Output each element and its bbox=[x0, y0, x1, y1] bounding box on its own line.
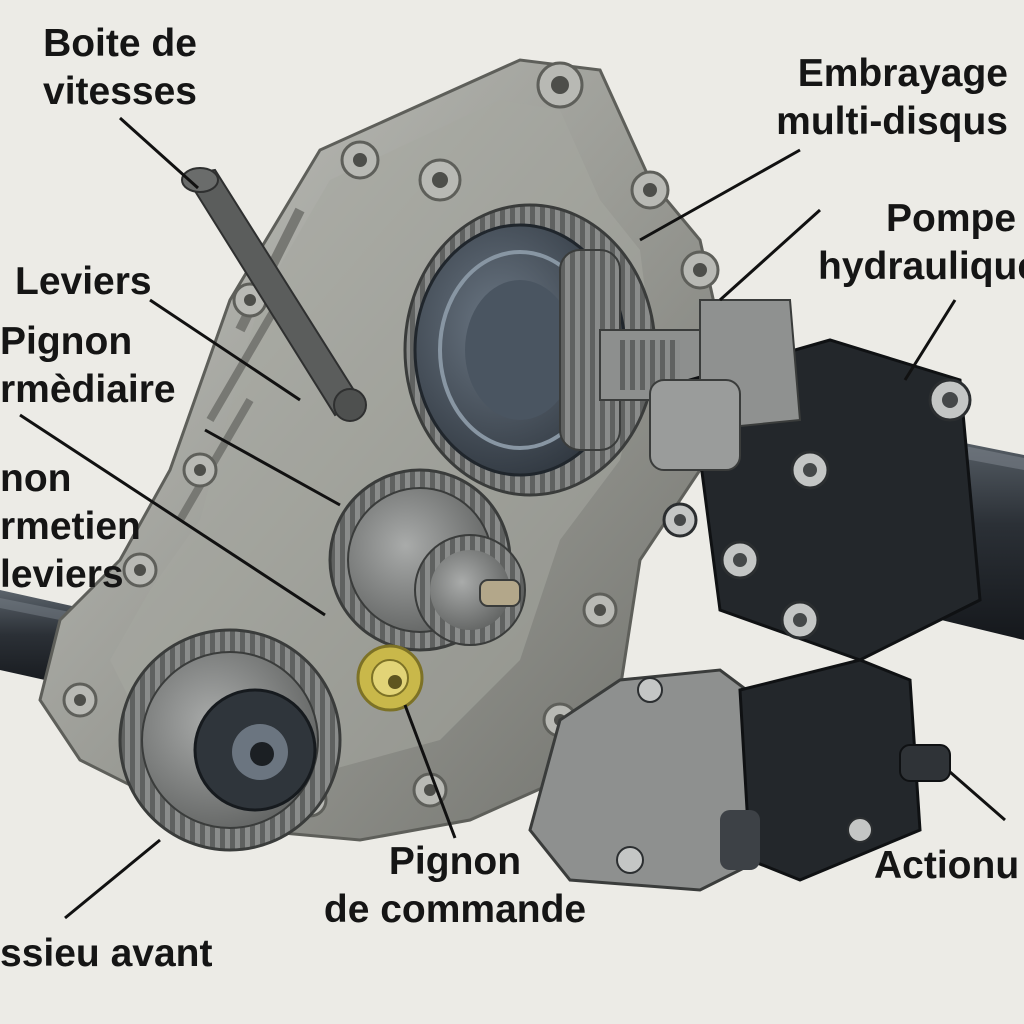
label-boite-line2: vitesses bbox=[43, 70, 197, 113]
label-pompe-line1: Pompe bbox=[886, 197, 1017, 240]
label-pignon-intermediaire-clip: Pignon rmèdiaire bbox=[0, 318, 210, 418]
hydraulic-pump bbox=[649, 299, 982, 662]
label-pignon-commande-line2: de commande bbox=[323, 888, 587, 931]
leader-embrayage-1 bbox=[639, 148, 801, 242]
label-essieu-line1: ssieu avant bbox=[0, 932, 213, 975]
label-pignon-entretien-line3: leviers bbox=[0, 553, 124, 596]
label-pompe-line2: hydraulique bbox=[818, 245, 1024, 288]
leader-actionneur bbox=[949, 770, 1006, 822]
label-pompe-hydraulique: Pompe hydraulique bbox=[818, 195, 1024, 291]
leader-pignon-inter bbox=[204, 428, 341, 507]
label-essieu-avant: ssieu avant bbox=[0, 930, 212, 978]
label-actionneur-clip: Actionu bbox=[860, 842, 1024, 902]
intermediate-gear bbox=[328, 468, 526, 652]
leader-pompe bbox=[903, 299, 957, 381]
label-embrayage-line1: Embrayage bbox=[797, 52, 1008, 95]
leader-pignon-entretien bbox=[19, 413, 326, 617]
front-output-gear bbox=[118, 628, 342, 852]
leader-lines bbox=[19, 116, 1006, 920]
actuator bbox=[528, 658, 951, 892]
label-boite-line1: Boite de bbox=[43, 22, 197, 65]
leader-essieu bbox=[64, 838, 161, 920]
label-boite-de-vitesses: Boite de vitesses bbox=[20, 20, 220, 116]
label-pignon-entretien: non rmetien leviers bbox=[0, 455, 141, 599]
command-pinion bbox=[356, 644, 424, 712]
label-pignon-de-commande: Pignon de commande bbox=[300, 838, 610, 934]
label-actionneur: Actionu bbox=[874, 842, 1019, 890]
label-pignon-entretien-line2: rmetien bbox=[0, 505, 141, 548]
label-actionneur-line1: Actionu bbox=[874, 844, 1020, 887]
label-embrayage-multi-disques: Embrayage multi-disqus bbox=[720, 50, 1008, 146]
label-pignon-commande-line1: Pignon bbox=[388, 840, 522, 883]
label-embrayage-line2: multi-disqus bbox=[776, 100, 1008, 143]
label-leviers-line1: Leviers bbox=[15, 260, 152, 303]
label-pignon-inter-line2: rmèdiaire bbox=[0, 368, 176, 411]
shift-lever bbox=[181, 167, 367, 422]
label-pignon-entretien-clip: non rmetien leviers bbox=[0, 455, 160, 605]
leader-embrayage-2 bbox=[718, 208, 822, 302]
leader-leviers bbox=[149, 298, 301, 402]
leader-boite bbox=[118, 116, 200, 190]
label-pignon-inter-line1: Pignon bbox=[0, 320, 133, 363]
label-leviers: Leviers bbox=[15, 258, 152, 306]
label-pignon-intermediaire: Pignon rmèdiaire bbox=[0, 318, 176, 414]
label-pignon-entretien-line1: non bbox=[0, 457, 72, 500]
leader-pignon-commande bbox=[403, 704, 457, 839]
label-pompe-clip: Pompe hydraulique bbox=[800, 195, 1024, 305]
